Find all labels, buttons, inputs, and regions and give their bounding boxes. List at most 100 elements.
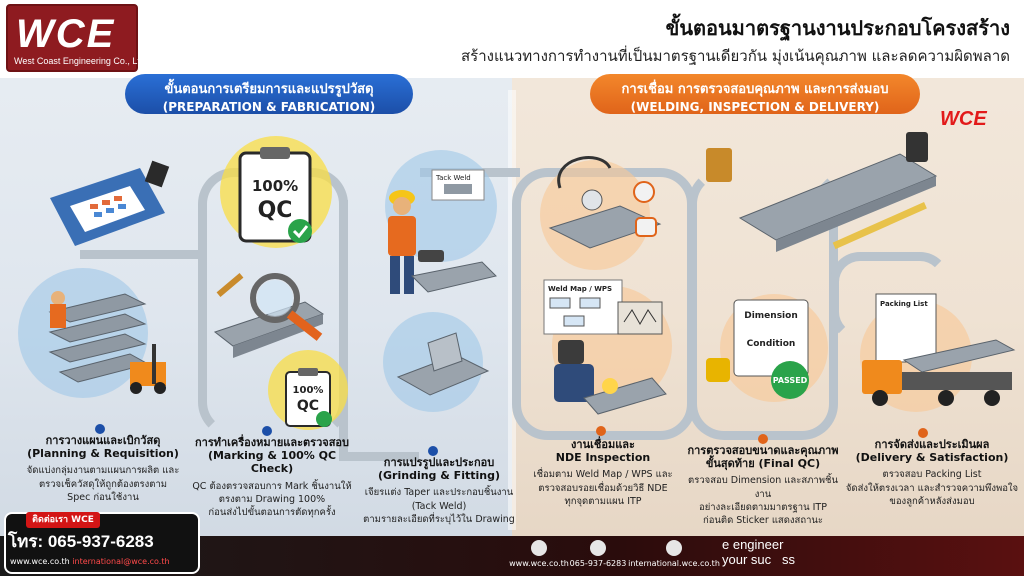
step-title-th: การตรวจสอบขนาดและคุณภาพ [687, 444, 839, 457]
steel-stock-illustration [48, 291, 166, 394]
step-description-line: ตรวจสอบรอยเชื่อมด้วยวิธี NDE [538, 482, 668, 494]
qc-label-text: QC [258, 198, 293, 223]
passed-label: PASSED [773, 376, 808, 385]
step-title-en: ขั้นสุดท้าย (Final QC) [705, 457, 821, 471]
delivery-truck-illustration: Packing List [862, 293, 1016, 406]
step-grinding: การแปรรูปและประกอบ (Grinding & Fitting) … [356, 456, 522, 526]
footer-international-text: international.wce.co.th [628, 559, 720, 568]
page-subtitle: สร้างแนวทางการทำงานที่เป็นมาตรฐานเดียวกั… [460, 47, 1010, 65]
dimension-label: Dimension [744, 311, 797, 321]
company-logo: WCE West Coast Engineering Co., Ltd. [6, 4, 147, 72]
step-title-en: (Grinding & Fitting) [378, 469, 500, 483]
blueprint-illustration [50, 160, 170, 246]
step-marker [918, 428, 928, 438]
header-band [0, 0, 1024, 78]
footer-website[interactable]: www.wce.co.th [506, 540, 572, 568]
beam-inspection-illustration [706, 132, 938, 252]
step-description: ตรวจสอบ Dimension และสภาพชิ้นงาน อย่างละ… [680, 474, 846, 527]
step-description-line: ก่อนติด Sticker แสดงสถานะ [702, 515, 824, 527]
qc-label-percent: 100% [252, 177, 298, 195]
section-title-th: การเชื่อม การตรวจสอบคุณภาพ และการส่งมอบ [621, 82, 889, 97]
process-pipe [339, 200, 348, 460]
step-description: เจียรแต่ง Taper และประกอบชิ้นงาน (Tack W… [356, 486, 522, 526]
logo-company-name: West Coast Engineering Co., Ltd. [14, 56, 148, 66]
final-qc-illustration: Dimension Condition PASSED [706, 299, 809, 399]
process-pipe [830, 252, 950, 342]
step-description-line: ตรวจสอบ Dimension และสภาพชิ้นงาน [688, 475, 838, 500]
step-marking: การทำเครื่องหมายและตรวจสอบ (Marking & 10… [186, 436, 358, 519]
step-description: QC ต้องตรวจสอบการ Mark ชิ้นงานให้ ตรงตาม… [186, 480, 358, 520]
logo-mark: WCE [16, 12, 116, 56]
section-title-en: (WELDING, INSPECTION & DELIVERY) [630, 100, 880, 114]
step-description-line: ตามรายละเอียดที่ระบุไว้ใน Drawing [363, 513, 515, 525]
step-marker [95, 424, 105, 434]
page-title: ขั้นตอนมาตรฐานงานประกอบโครงสร้าง [665, 16, 1010, 40]
section-banner-preparation: ขั้นตอนการเตรียมการและแปรรูปวัสดุ (PREPA… [125, 74, 413, 114]
step-welding: งานเชื่อมและ NDE Inspection เชื่อมตาม We… [528, 438, 678, 508]
welder-illustration: Weld Map / WPS [543, 279, 667, 415]
process-pipe [339, 452, 419, 461]
step-title-th: การจัดส่งและประเมินผล [874, 438, 990, 451]
step-description: ตรวจสอบ Packing List จัดส่งให้ตรงเวลา แล… [842, 468, 1022, 508]
slogan-line: e engineer [722, 537, 784, 552]
packing-list-label: Packing List [880, 300, 928, 308]
qc-clipboard-small-illustration: 100% QC [285, 368, 332, 427]
marking-illustration [213, 273, 325, 358]
step-title-th: งานเชื่อมและ [571, 438, 635, 451]
step-description-line: ตรงตาม Drawing 100% [218, 493, 326, 505]
step-planning: การวางแผนและเบิกวัสดุ (Planning & Requis… [18, 434, 188, 504]
qc-small-percent: 100% [293, 385, 324, 396]
grinding-worker-illustration: Tack Weld [388, 169, 497, 294]
qc-small-text: QC [297, 398, 319, 414]
step-description-line: QC ต้องตรวจสอบการ Mark ชิ้นงานให้ [192, 480, 352, 492]
step-description-line: ก่อนส่งไปขั้นตอนการตัดทุกครั้ง [208, 507, 336, 519]
step-description-line: ตรวจเช็ควัสดุให้ถูกต้องตรงตาม [38, 478, 168, 490]
step-description-line: จัดแบ่งกลุ่มงานตามแผนการผลิต และ [26, 465, 180, 477]
step-marker [596, 426, 606, 436]
footer-phone[interactable]: 065-937-6283 [568, 540, 628, 568]
footer-phone-text: 065-937-6283 [569, 559, 627, 568]
wce-badge: WCE [940, 108, 987, 130]
condition-label: Condition [747, 339, 796, 349]
contact-website[interactable]: www.wce.co.th [10, 557, 70, 566]
qc-clipboard-illustration: 100% QC [238, 147, 312, 243]
step-marker [428, 446, 438, 456]
step-final-qc: การตรวจสอบขนาดและคุณภาพ ขั้นสุดท้าย (Fin… [680, 444, 846, 528]
section-title-en: (PREPARATION & FABRICATION) [162, 100, 376, 114]
step-title-en: (Delivery & Satisfaction) [855, 451, 1009, 465]
step-marker [262, 426, 272, 436]
weld-map-label: Weld Map / WPS [548, 285, 612, 293]
step-description-line: ทุกจุดตามแผน ITP [564, 495, 642, 507]
step-title-en: (Planning & Requisition) [27, 447, 179, 461]
step-description-line: อย่างละเอียดตามมาตรฐาน ITP [699, 501, 827, 513]
step-description: เชื่อมตาม Weld Map / WPS และ ตรวจสอบรอยเ… [528, 468, 678, 508]
globe-icon [666, 540, 682, 556]
welding-setup-illustration [548, 156, 662, 249]
contact-tag: ติดต่อเรา WCE [26, 512, 100, 528]
step-description-line: (Tack Weld) [411, 500, 467, 512]
slogan: e engineer your suc ss [722, 537, 795, 568]
step-description-line: เชื่อมตาม Weld Map / WPS และ [533, 469, 673, 481]
step-description-line: เจียรแต่ง Taper และประกอบชิ้นงาน [364, 487, 514, 499]
step-description-line: Spec ก่อนใช้งาน [67, 491, 139, 503]
section-banner-welding: การเชื่อม การตรวจสอบคุณภาพ และการส่งมอบ … [590, 74, 920, 114]
phone-icon [590, 540, 606, 556]
slogan-line: your suc ss [722, 551, 795, 567]
contact-web: www.wce.co.th international@wce.co.th [10, 557, 170, 566]
contact-phone[interactable]: โทร: 065-937-6283 [8, 532, 154, 551]
step-title-th: การวางแผนและเบิกวัสดุ [45, 434, 161, 447]
step-description-line: ตรวจสอบ Packing List [882, 469, 982, 481]
step-description-line: ของลูกค้าหลังส่งมอบ [889, 495, 975, 507]
step-marker [758, 434, 768, 444]
contact-email[interactable]: international@wce.co.th [72, 557, 170, 566]
footer-international[interactable]: international.wce.co.th [628, 540, 720, 568]
step-description: จัดแบ่งกลุ่มงานตามแผนการผลิต และ ตรวจเช็… [18, 464, 188, 504]
tack-weld-label: Tack Weld [435, 174, 471, 182]
step-title-th: การแปรรูปและประกอบ [383, 456, 495, 469]
step-title-en: (Marking & 100% QC Check) [207, 449, 337, 476]
step-description-line: จัดส่งให้ตรงเวลา และสำรวจความพึงพอใจ [845, 482, 1019, 494]
step-title-th: การทำเครื่องหมายและตรวจสอบ [194, 436, 350, 449]
section-title-th: ขั้นตอนการเตรียมการและแปรรูปวัสดุ [164, 82, 374, 97]
fitting-illustration [396, 332, 490, 396]
